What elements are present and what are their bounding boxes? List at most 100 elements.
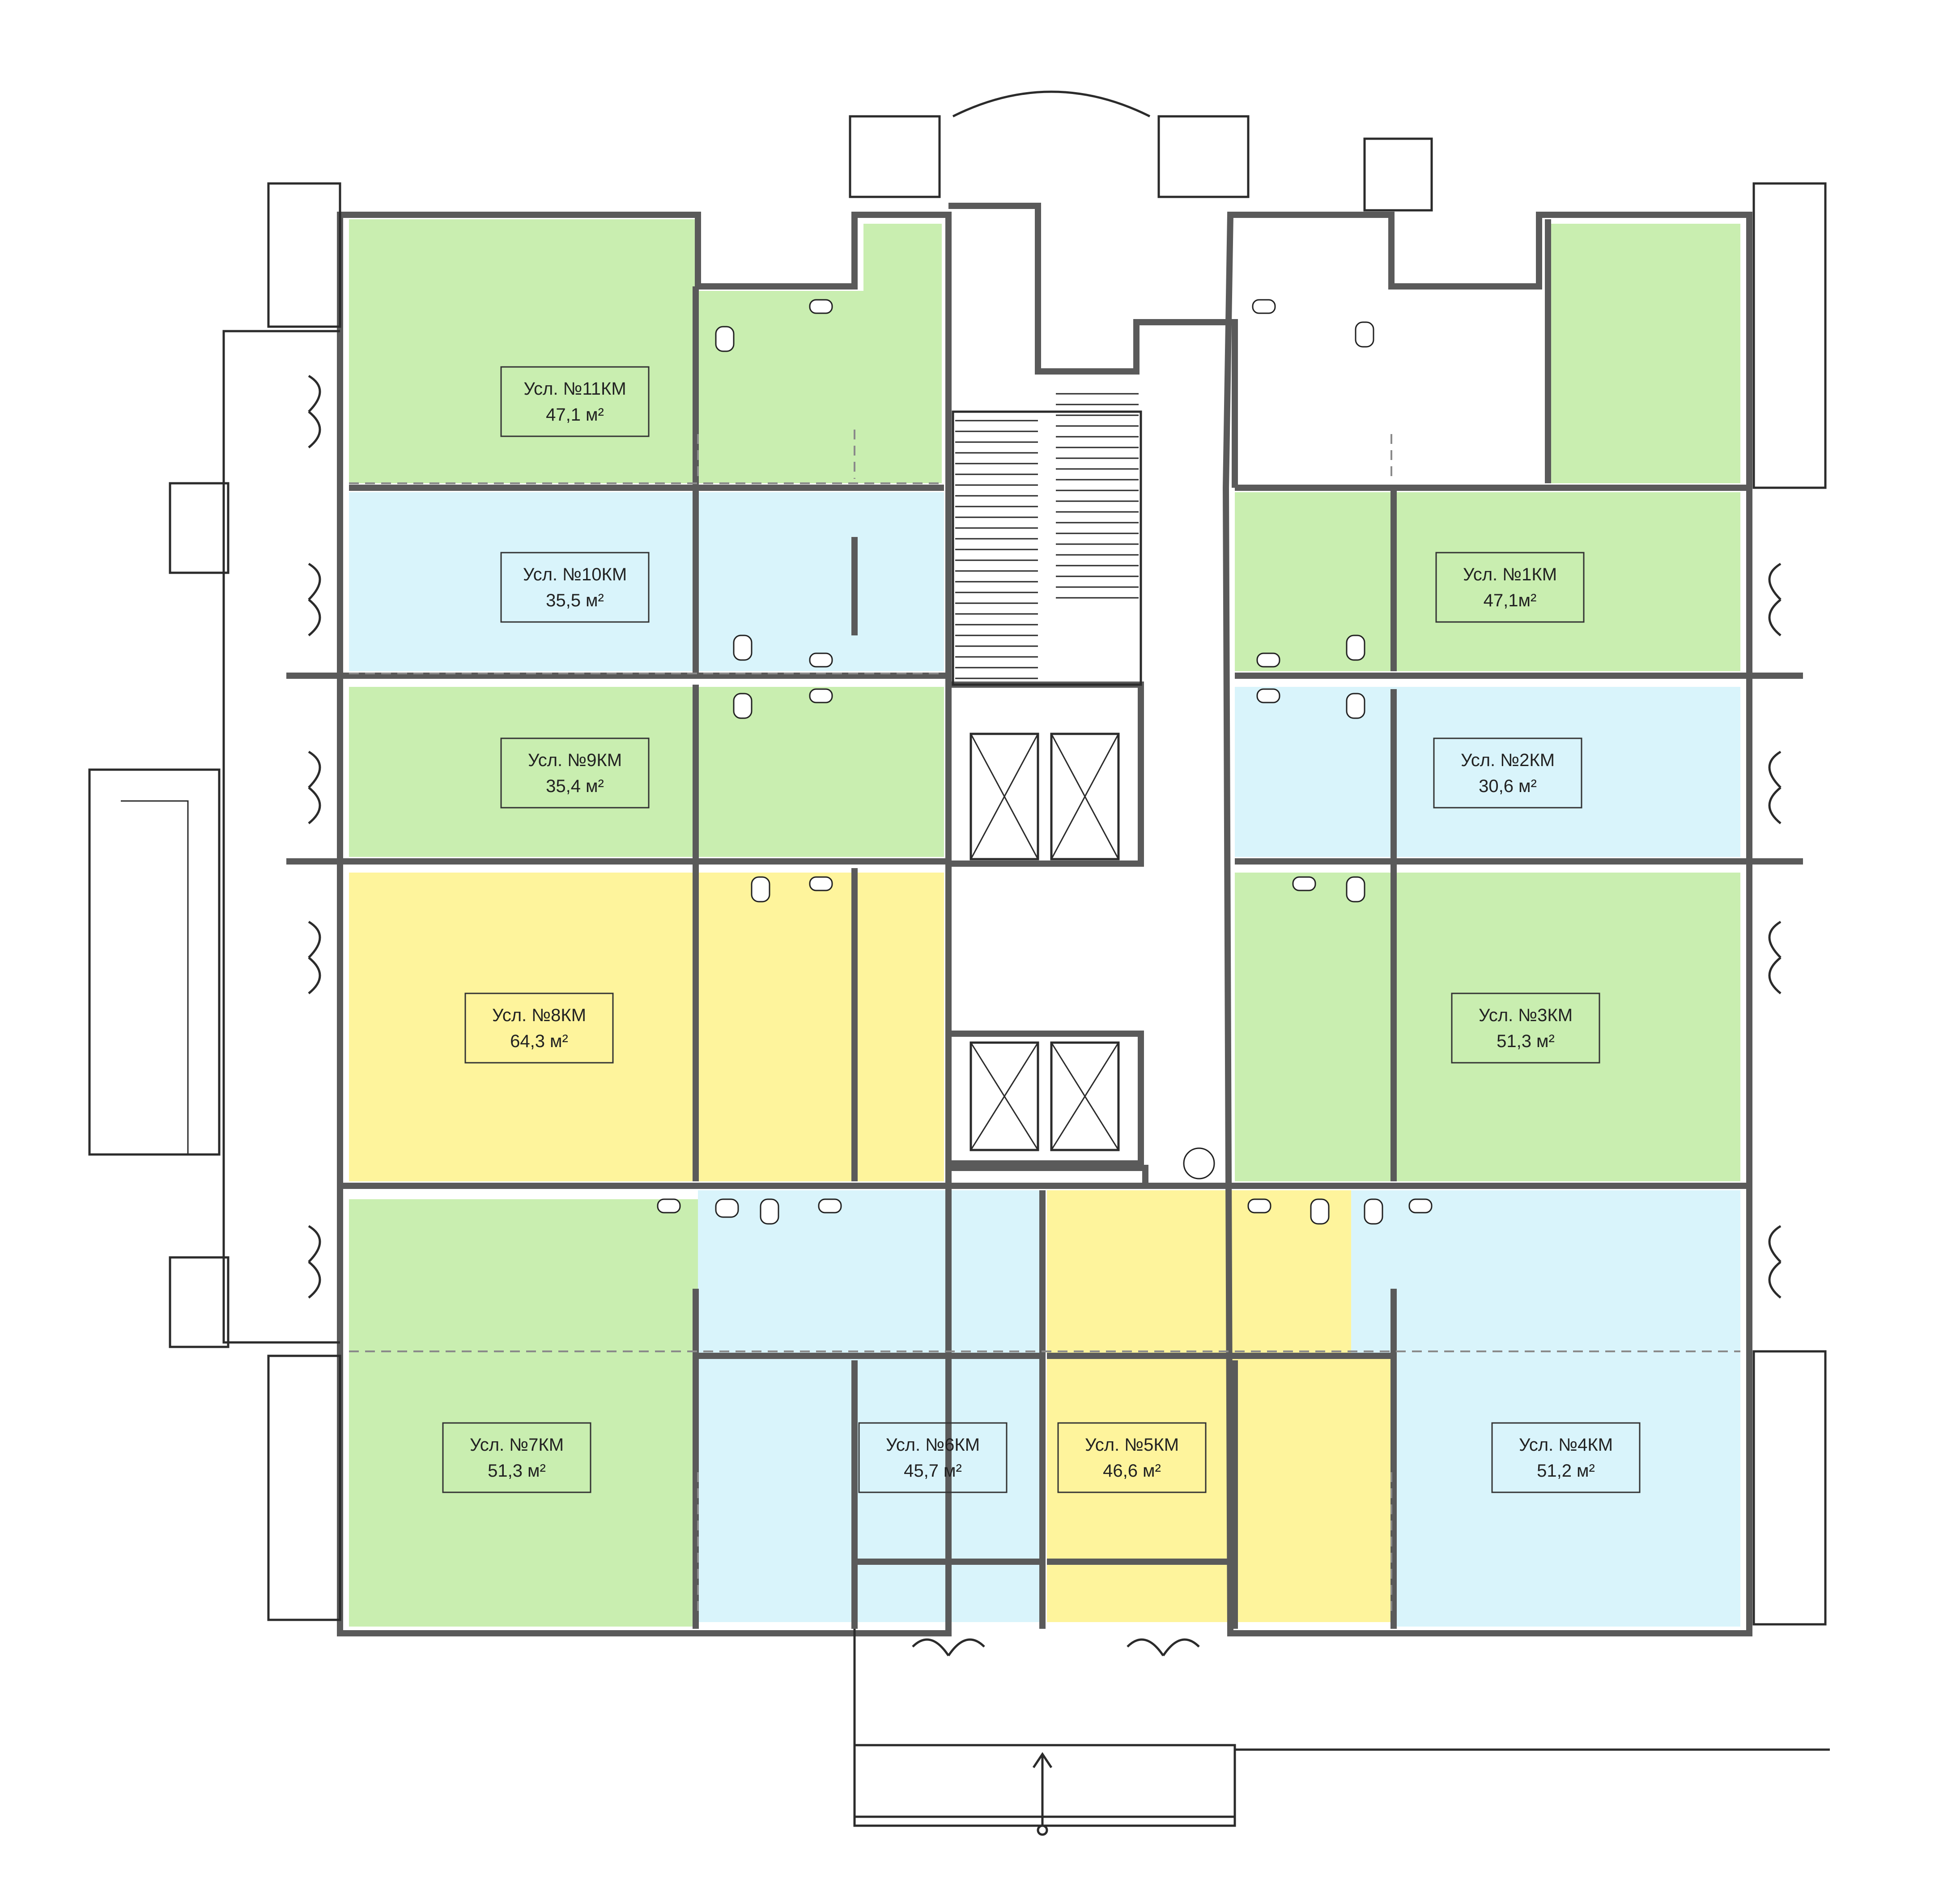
unit-name: Усл. №4КМ — [1519, 1435, 1613, 1455]
toilet-icon — [1355, 321, 1374, 348]
unit-4-fill — [1396, 1354, 1740, 1627]
entrance-portico — [952, 90, 1151, 118]
toilet-icon — [1310, 1198, 1330, 1225]
door-swing-icon — [308, 920, 321, 994]
unit-area: 35,5 м² — [546, 591, 604, 610]
elevator-icon — [970, 1041, 1039, 1151]
sink-icon — [1408, 1198, 1433, 1214]
unit-11-fill — [349, 219, 698, 483]
elevator-icon — [1050, 1041, 1120, 1151]
unit-label-box — [1451, 992, 1600, 1064]
unit-area: 35,4 м² — [546, 776, 604, 796]
unit-5-fill — [1047, 1190, 1387, 1354]
toilet-icon — [751, 876, 770, 903]
dashed-boundaries — [349, 430, 1740, 1611]
door-swing-icon — [308, 1225, 321, 1299]
unit-area: 51,3 м² — [1497, 1031, 1555, 1051]
doors — [308, 375, 1782, 1657]
unit-label-box — [500, 737, 650, 809]
door-swing-icon — [1127, 1638, 1200, 1657]
unit-4-fill — [1351, 1190, 1740, 1354]
door-swing-icon — [1768, 920, 1782, 994]
unit-label-box — [464, 992, 614, 1064]
unit-label-box — [1057, 1422, 1207, 1493]
unit-label-box — [500, 366, 650, 437]
unit-label-3: Усл. №3КМ 51,3 м² — [1451, 992, 1600, 1064]
sink-icon — [1256, 688, 1280, 703]
unit-name: Усл. №6КМ — [886, 1435, 980, 1455]
unit-6-fill — [698, 1190, 1042, 1354]
unit-9-fill — [349, 687, 944, 857]
unit-area: 51,3 м² — [488, 1461, 546, 1481]
unit-8-fill — [349, 873, 944, 1181]
unit-label-box — [1491, 1422, 1641, 1493]
unit-name: Усл. №7КМ — [470, 1435, 564, 1455]
sink-icon — [809, 652, 833, 668]
unit-area: 51,2 м² — [1537, 1461, 1595, 1481]
toilet-icon — [1346, 635, 1365, 661]
fixtures — [657, 299, 1433, 1225]
unit-label-box — [442, 1422, 591, 1493]
door-swing-icon — [308, 375, 321, 448]
sink-icon — [1256, 652, 1280, 668]
unit-3-fill — [1235, 873, 1740, 1181]
unit-6-fill — [698, 1354, 1042, 1622]
unit-area: 30,6 м² — [1479, 776, 1537, 796]
toilet-icon — [760, 1198, 779, 1225]
unit-area: 47,1м² — [1484, 591, 1537, 610]
door-swing-icon — [1768, 1225, 1782, 1299]
sink-icon — [657, 1198, 681, 1214]
unit-label-box — [1435, 552, 1585, 623]
unit-label-9: Усл. №9КМ 35,4 м² — [500, 737, 650, 809]
unit-7-fill — [349, 1354, 693, 1627]
arrow-up-icon — [1032, 1752, 1053, 1836]
toilet-icon — [1346, 876, 1365, 903]
unit-2-fill — [1235, 687, 1740, 857]
sink-icon — [809, 299, 833, 314]
unit-5-fill — [1047, 1354, 1391, 1622]
unit-area: 64,3 м² — [510, 1031, 568, 1051]
unit-1-fill — [1235, 492, 1740, 671]
unit-10-fill — [349, 492, 944, 671]
door-swing-icon — [912, 1638, 985, 1657]
unit-area: 46,6 м² — [1103, 1461, 1161, 1481]
front-terrace-outline — [853, 1629, 1830, 1827]
unit-11-fill — [863, 224, 942, 483]
sink-icon — [809, 688, 833, 703]
sink-icon — [818, 1198, 842, 1214]
unit-label-box — [858, 1422, 1008, 1493]
unit-name: Усл. №3КМ — [1479, 1005, 1573, 1025]
unit-name: Усл. №5КМ — [1085, 1435, 1179, 1455]
sink-icon — [809, 876, 833, 891]
unit-label-7: Усл. №7КМ 51,3 м² — [442, 1422, 591, 1493]
door-swing-icon — [308, 562, 321, 636]
unit-name: Усл. №9КМ — [528, 750, 622, 770]
toilet-icon — [715, 326, 735, 352]
terrace-outline — [222, 330, 340, 1344]
walls — [286, 203, 1803, 1636]
unit-name: Усл. №1КМ — [1463, 565, 1557, 584]
sink-icon — [1252, 299, 1276, 314]
unit-label-box — [500, 552, 650, 623]
toilet-icon — [1364, 1198, 1383, 1225]
unit-label-5: Усл. №5КМ 46,6 м² — [1057, 1422, 1207, 1493]
unit-area: 47,1 м² — [546, 405, 604, 425]
unit-name: Усл. №2КМ — [1461, 750, 1555, 770]
door-swing-icon — [1768, 750, 1782, 824]
unit-label-1: Усл. №1КМ 47,1м² — [1435, 552, 1585, 623]
unit-label-box — [1433, 737, 1582, 809]
elevators — [970, 733, 1120, 1151]
sink-icon — [1183, 1147, 1215, 1180]
sink-icon — [1247, 1198, 1271, 1214]
unit-1-fill — [1548, 224, 1740, 483]
unit-label-4: Усл. №4КМ 51,2 м² — [1491, 1422, 1641, 1493]
door-swing-icon — [308, 750, 321, 824]
toilet-icon — [715, 1198, 739, 1218]
sink-icon — [1292, 876, 1316, 891]
